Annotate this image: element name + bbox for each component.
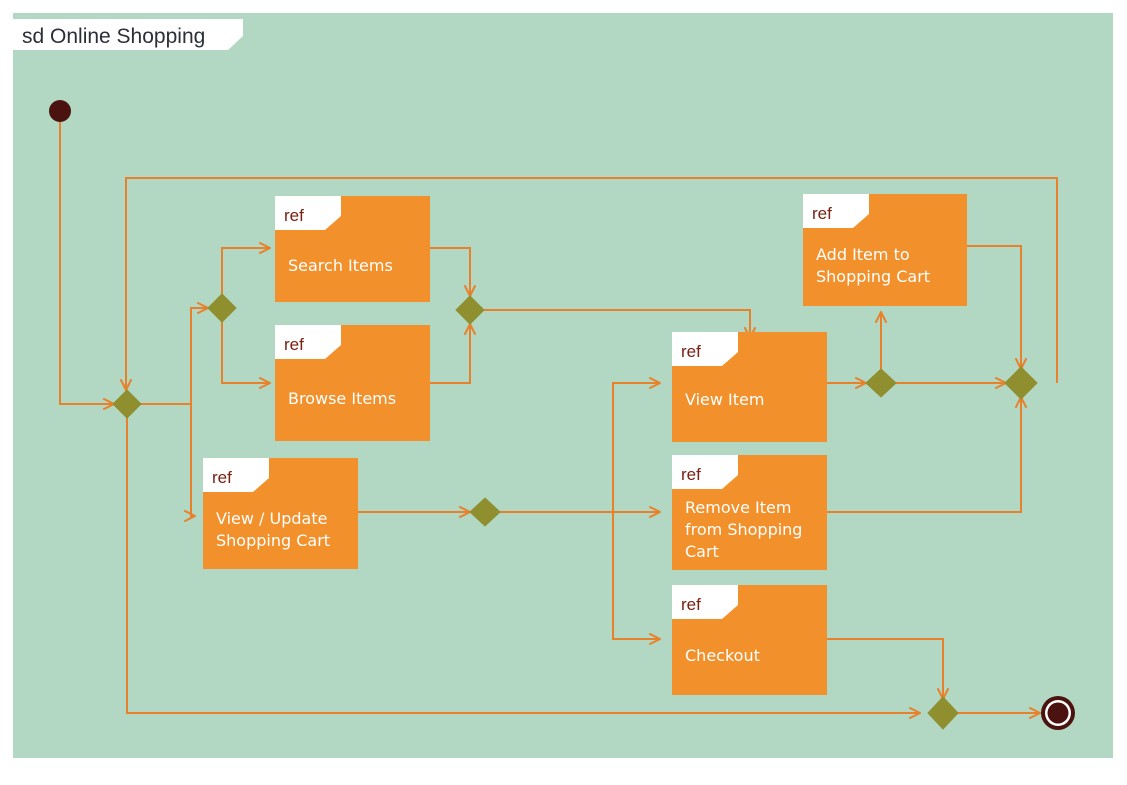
ref-keyword: ref (681, 465, 701, 484)
frame-title-text: sd Online Shopping (22, 25, 205, 48)
decision-search-browse-merge (455, 295, 485, 325)
ref-keyword: ref (681, 342, 701, 361)
ref-tag: ref (672, 332, 738, 366)
edge-rail-to-checkout (612, 512, 661, 645)
ref-keyword: ref (212, 468, 232, 487)
diagram-frame (13, 13, 1113, 758)
ref-node-add-item-to-cart[interactable]: ref Add Item to Shopping Cart (803, 194, 967, 306)
edge-loopback-top (120, 177, 1058, 391)
ref-node-checkout[interactable]: ref Checkout (672, 585, 827, 695)
edge-rail-to-split (190, 302, 209, 404)
node-label-line-2: Shopping Cart (216, 531, 330, 550)
decision-search-browse-split (207, 293, 237, 323)
node-label-line-1: Search Items (288, 256, 393, 275)
node-label-line-3: Cart (685, 542, 719, 561)
decision-entry (112, 389, 142, 419)
edge-initial-to-entry (59, 118, 115, 410)
edge-entry-to-bottom-rail (126, 418, 921, 719)
flow-edges (59, 118, 1058, 719)
decision-final-merge (927, 696, 959, 730)
edge-split-to-search (221, 242, 271, 294)
ref-tag: ref (275, 325, 341, 359)
initial-node (49, 100, 71, 122)
node-label-line-1: View Item (685, 390, 764, 409)
ref-keyword: ref (681, 595, 701, 614)
decision-add-item-merge (865, 368, 897, 398)
ref-tag: ref (803, 194, 869, 228)
ref-tag: ref (672, 455, 738, 489)
edge-browse-to-merge (430, 323, 476, 384)
frame-title-label: sd Online Shopping (13, 19, 243, 50)
decision-cart-fork (469, 497, 501, 527)
node-label-line-1: View / Update (216, 509, 327, 528)
ref-tag: ref (203, 458, 269, 492)
node-label-line-2: Shopping Cart (816, 267, 930, 286)
final-node (1041, 696, 1075, 730)
edge-search-to-merge (430, 247, 476, 297)
ref-node-search-items[interactable]: ref Search Items (275, 196, 430, 302)
edge-add-item-to-right-merge (967, 245, 1027, 370)
ref-keyword: ref (812, 204, 832, 223)
edge-rail-to-view-update-cart (184, 404, 196, 522)
ref-node-browse-items[interactable]: ref Browse Items (275, 325, 430, 441)
ref-tag: ref (672, 585, 738, 619)
ref-keyword: ref (284, 206, 304, 225)
ref-node-view-item[interactable]: ref View Item (672, 332, 827, 442)
ref-tag: ref (275, 196, 341, 230)
ref-node-remove-item[interactable]: ref Remove Item from Shopping Cart (672, 455, 827, 570)
node-label-line-1: Browse Items (288, 389, 396, 408)
decision-right-merge (1004, 366, 1038, 400)
edge-checkout-to-final-merge (827, 638, 949, 700)
node-label-line-1: Add Item to (816, 245, 910, 264)
node-label-line-1: Remove Item (685, 498, 791, 517)
decision-nodes (112, 293, 1038, 730)
edge-rail-to-view-item (612, 377, 661, 512)
ref-node-view-update-cart[interactable]: ref View / Update Shopping Cart (203, 458, 358, 569)
ref-keyword: ref (284, 335, 304, 354)
node-label-line-1: Checkout (685, 646, 760, 665)
edge-remove-item-to-right-merge (827, 396, 1027, 513)
edge-split-to-browse (221, 322, 271, 389)
edge-merge-to-view-item (484, 309, 756, 339)
node-label-line-2: from Shopping (685, 520, 802, 539)
